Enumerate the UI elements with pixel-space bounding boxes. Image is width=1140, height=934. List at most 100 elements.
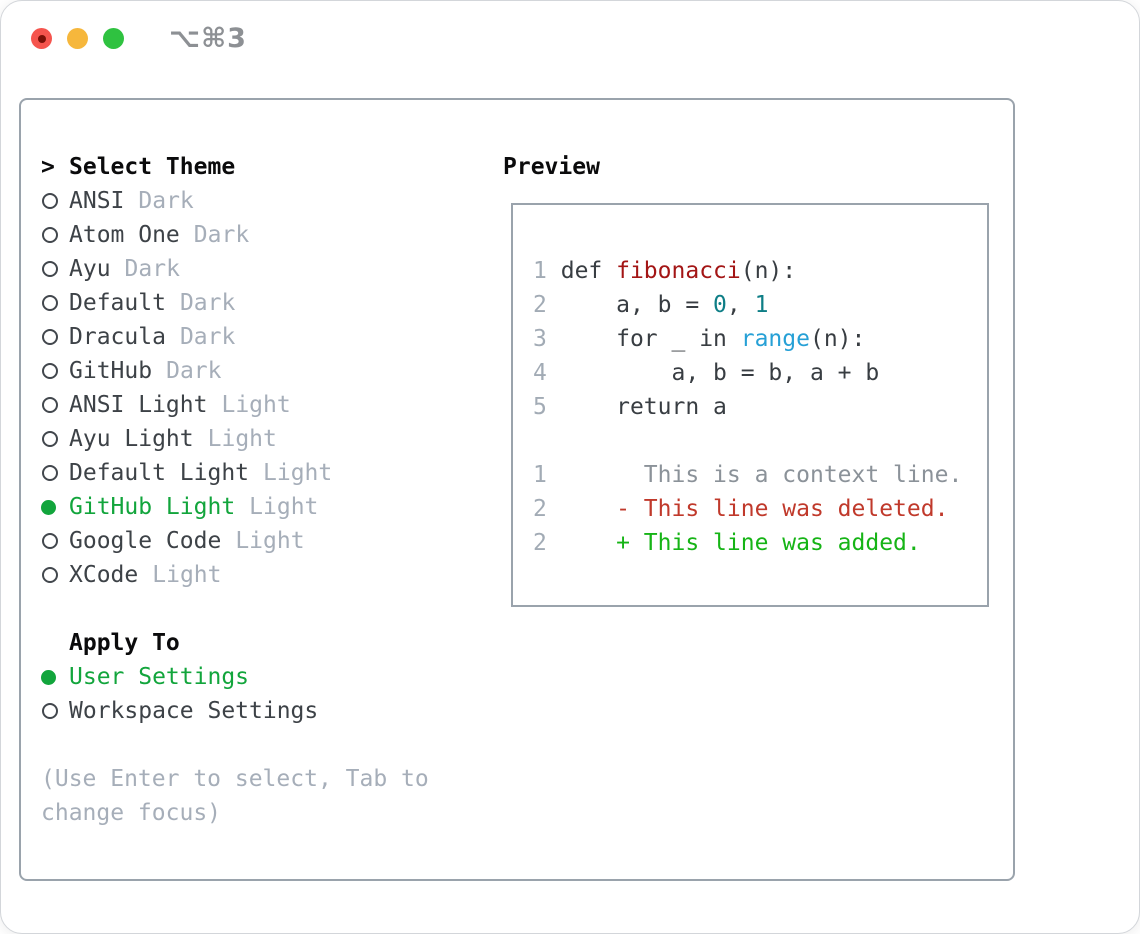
code-line: 3 for _ in range(n): xyxy=(533,322,962,356)
code-token-plain: return a xyxy=(560,394,727,420)
code-token-func: fibonacci xyxy=(616,258,741,284)
apply-option-user-settings[interactable]: User Settings xyxy=(41,660,429,694)
line-number: 2 xyxy=(533,496,547,522)
theme-variant-label: Light xyxy=(249,494,319,520)
line-number: 1 xyxy=(533,258,547,284)
theme-variant-label: Light xyxy=(152,562,222,588)
code-token-plain: a, b = b, a + b xyxy=(560,360,880,386)
window-title-shortcut: ⌥⌘3 xyxy=(169,23,247,54)
code-token-num: 0 xyxy=(713,292,727,318)
line-number: 3 xyxy=(533,326,547,352)
theme-option-github[interactable]: GitHub Dark xyxy=(41,354,429,388)
option-label: Ayu Light xyxy=(69,426,194,452)
option-label: Google Code xyxy=(69,528,222,554)
theme-option-atom-one[interactable]: Atom One Dark xyxy=(41,218,429,252)
minimize-button[interactable] xyxy=(67,28,88,49)
theme-option-default[interactable]: Default Dark xyxy=(41,286,429,320)
code-token-builtin: range xyxy=(740,326,810,352)
code-line: 4 a, b = b, a + b xyxy=(533,356,962,390)
maximize-button[interactable] xyxy=(103,28,124,49)
option-label: GitHub Light xyxy=(69,494,236,520)
line-number: 5 xyxy=(533,394,547,420)
apply-to-title: Apply To xyxy=(69,630,180,656)
theme-variant-label: Dark xyxy=(193,222,250,248)
theme-option-ayu[interactable]: Ayu Dark xyxy=(41,252,429,286)
radio-unselected-icon xyxy=(42,329,58,345)
radio-selected-icon xyxy=(41,499,56,515)
code-token-plain: (n): xyxy=(740,258,797,284)
option-label: XCode xyxy=(69,562,139,588)
spacer xyxy=(41,592,429,626)
apply-to-header: Apply To xyxy=(41,626,429,660)
code-token-add: + This line was added. xyxy=(560,530,921,556)
diff-line: 2 - This line was deleted. xyxy=(533,492,962,526)
line-number: 2 xyxy=(533,530,547,556)
code-token-plain: a, b = xyxy=(560,292,714,318)
theme-option-dracula[interactable]: Dracula Dark xyxy=(41,320,429,354)
diff-line: 1 This is a context line. xyxy=(533,458,962,492)
code-token-plain: , xyxy=(726,292,755,318)
code-line: 2 a, b = 0, 1 xyxy=(533,288,962,322)
code-line: 5 return a xyxy=(533,390,962,424)
radio-unselected-icon xyxy=(42,465,58,481)
option-label: Default xyxy=(69,290,166,316)
radio-unselected-icon xyxy=(42,533,58,549)
line-number: 1 xyxy=(533,462,547,488)
code-token-plain: def xyxy=(560,258,617,284)
theme-option-github-light[interactable]: GitHub Light Light xyxy=(41,490,429,524)
theme-option-xcode[interactable]: XCode Light xyxy=(41,558,429,592)
theme-option-ayu-light[interactable]: Ayu Light Light xyxy=(41,422,429,456)
theme-variant-label: Dark xyxy=(138,188,194,214)
spacer xyxy=(41,728,429,762)
select-theme-title: Select Theme xyxy=(69,154,236,180)
radio-unselected-icon xyxy=(42,193,58,209)
theme-option-ansi-light[interactable]: ANSI Light Light xyxy=(41,388,429,422)
option-label: Atom One xyxy=(69,222,180,248)
code-token-context: This is a context line. xyxy=(560,462,963,488)
code-token-num: 1 xyxy=(754,292,769,318)
option-label: GitHub xyxy=(69,358,153,384)
option-label: Dracula xyxy=(69,324,166,350)
close-button[interactable] xyxy=(31,28,52,49)
radio-unselected-icon xyxy=(42,567,58,583)
keyboard-hint: (Use Enter to select, Tab to change focu… xyxy=(41,766,429,826)
theme-variant-label: Dark xyxy=(179,290,236,316)
theme-variant-label: Light xyxy=(263,460,333,486)
prompt-icon: > xyxy=(41,154,55,180)
line-number: 2 xyxy=(533,292,547,318)
radio-unselected-icon xyxy=(42,363,58,379)
spacer xyxy=(533,424,962,458)
radio-unselected-icon xyxy=(42,703,58,719)
theme-variant-label: Dark xyxy=(179,324,236,350)
theme-variant-label: Light xyxy=(207,426,277,452)
theme-variant-label: Light xyxy=(221,392,291,418)
preview-title: Preview xyxy=(503,154,600,180)
code-token-del: - This line was deleted. xyxy=(560,496,949,522)
code-line: 1 def fibonacci(n): xyxy=(533,254,962,288)
code-token-plain: for _ in xyxy=(560,326,741,352)
option-label: ANSI Light xyxy=(69,392,208,418)
option-label: Ayu xyxy=(69,256,111,282)
option-label: Workspace Settings xyxy=(69,698,319,724)
apply-option-workspace-settings[interactable]: Workspace Settings xyxy=(41,694,429,728)
radio-unselected-icon xyxy=(42,261,58,277)
diff-line: 2 + This line was added. xyxy=(533,526,962,560)
select-theme-header: > Select Theme xyxy=(41,150,429,184)
theme-variant-label: Dark xyxy=(124,256,180,282)
theme-option-default-light[interactable]: Default Light Light xyxy=(41,456,429,490)
option-label: Default Light xyxy=(69,460,250,486)
theme-variant-label: Dark xyxy=(166,358,222,384)
radio-unselected-icon xyxy=(42,227,58,243)
option-label: User Settings xyxy=(69,664,250,690)
radio-unselected-icon xyxy=(42,431,58,447)
line-number: 4 xyxy=(533,360,547,386)
